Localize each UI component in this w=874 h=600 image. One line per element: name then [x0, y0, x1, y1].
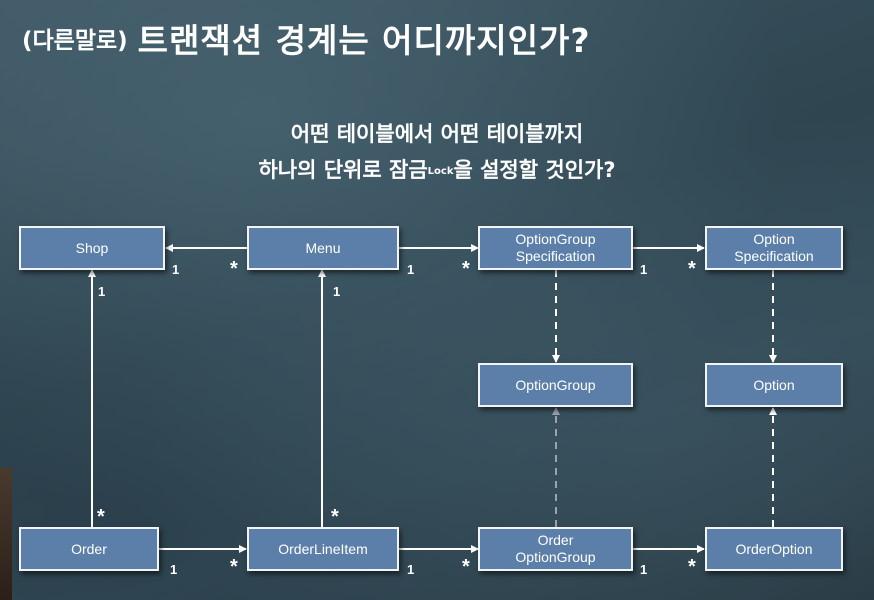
multiplicity-orderoptiongroup-many: * [462, 556, 470, 578]
subtitle: 어떤 테이블에서 어떤 테이블까지 하나의 단위로 잠금Lock을 설정할 것인… [0, 116, 874, 188]
subtitle-line-2-start: 하나의 단위로 잠금 [258, 158, 428, 182]
multiplicity-orderlineitem-many: * [230, 556, 238, 578]
subtitle-line-2-end: 을 설정할 것인가? [453, 158, 616, 182]
class-box-menu: Menu [247, 226, 399, 270]
multiplicity-menu-vertical-one: 1 [333, 284, 341, 299]
class-box-option: Option [705, 363, 843, 407]
class-box-order: Order [19, 527, 159, 571]
multiplicity-orderoptiongroup-one: 1 [640, 562, 648, 577]
class-box-order-line-item: OrderLineItem [247, 527, 399, 571]
class-box-order-option: OrderOption [705, 527, 843, 571]
multiplicity-menu-one: 1 [407, 262, 415, 277]
multiplicity-orderlineitem-one: 1 [407, 562, 415, 577]
class-box-option-group-specification: OptionGroup Specification [478, 226, 633, 270]
left-edge-photo-strip [0, 468, 12, 600]
class-box-option-group: OptionGroup [478, 363, 633, 407]
multiplicity-shop-vertical-one: 1 [98, 284, 106, 299]
class-box-option-specification: Option Specification [705, 226, 843, 270]
class-box-shop: Shop [19, 226, 165, 270]
lock-superscript: Lock [427, 166, 454, 177]
title-text: 트랜잭션 경계는 어디까지인가? [137, 21, 591, 60]
multiplicity-orderoption-many: * [688, 556, 696, 578]
subtitle-line-2: 하나의 단위로 잠금Lock을 설정할 것인가? [0, 152, 874, 188]
class-box-order-option-group: Order OptionGroup [478, 527, 633, 571]
multiplicity-optionspec-many: * [688, 258, 696, 280]
multiplicity-optiongroupspec-many: * [462, 258, 470, 280]
multiplicity-order-one: 1 [170, 562, 178, 577]
page-title: (다른말로) 트랜잭션 경계는 어디까지인가? [22, 14, 590, 62]
multiplicity-menu-many: * [230, 258, 238, 280]
multiplicity-shop-one: 1 [172, 262, 180, 277]
multiplicity-order-vertical-many: * [97, 506, 105, 528]
multiplicity-orderlineitem-vertical-many: * [331, 506, 339, 528]
title-prefix: (다른말로) [22, 28, 128, 54]
subtitle-line-1: 어떤 테이블에서 어떤 테이블까지 [290, 122, 584, 146]
multiplicity-optiongroupspec-one: 1 [640, 262, 648, 277]
